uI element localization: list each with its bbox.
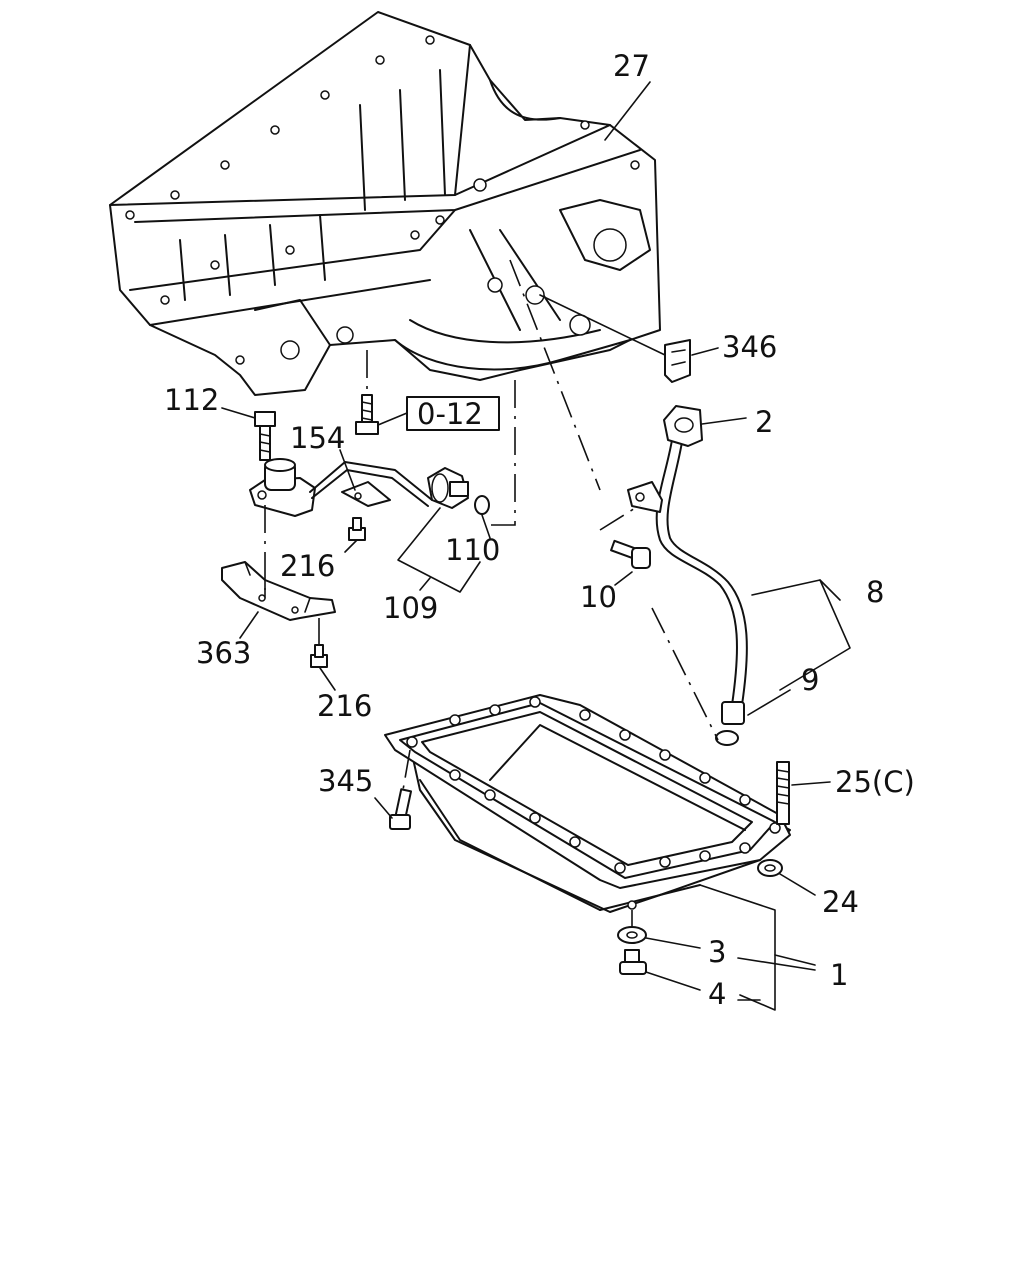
bolt-216-upper bbox=[348, 517, 366, 541]
leader-110 bbox=[481, 514, 491, 539]
label-112: 112 bbox=[164, 383, 219, 417]
cylinder-block-lower-frame bbox=[109, 11, 661, 396]
leader-109 bbox=[419, 577, 431, 591]
label-110: 110 bbox=[445, 533, 500, 567]
label-9: 9 bbox=[801, 663, 819, 697]
oil-level-sensor-154 bbox=[249, 458, 433, 517]
label-10: 10 bbox=[580, 580, 617, 614]
leader-4 bbox=[645, 971, 701, 991]
centerline-345 bbox=[402, 749, 411, 791]
leader-346-to-block bbox=[539, 294, 666, 356]
leader-345 bbox=[374, 797, 393, 819]
o-ring-110 bbox=[474, 495, 490, 515]
leader-27 bbox=[604, 81, 651, 141]
label-154: 154 bbox=[290, 421, 345, 455]
leader-0-12 bbox=[377, 412, 408, 426]
label-1: 1 bbox=[830, 958, 848, 992]
leader-216-upper bbox=[344, 539, 358, 553]
leader-25c bbox=[791, 781, 831, 786]
stud-25c bbox=[776, 761, 790, 825]
bolt-216-lower bbox=[310, 644, 328, 668]
label-363: 363 bbox=[196, 636, 251, 670]
leader-2 bbox=[701, 417, 747, 425]
leader-8 bbox=[819, 579, 841, 601]
bracket-363 bbox=[221, 561, 336, 621]
centerline-10 bbox=[599, 504, 641, 531]
centerline-sensor bbox=[488, 380, 516, 526]
connector-sensor bbox=[427, 467, 469, 509]
leader-1 bbox=[774, 954, 816, 966]
bolt-0-12 bbox=[355, 394, 379, 435]
label-216-lower: 216 bbox=[317, 689, 372, 723]
label-346: 346 bbox=[722, 330, 777, 364]
dipstick-guide-tube bbox=[627, 405, 748, 725]
label-216-upper: 216 bbox=[280, 549, 335, 583]
leader-9 bbox=[747, 689, 791, 716]
centerline-dipstick bbox=[509, 259, 601, 491]
o-ring-9 bbox=[715, 730, 739, 746]
bracket-109 bbox=[397, 507, 481, 593]
leader-154 bbox=[339, 449, 356, 491]
leader-10 bbox=[614, 571, 633, 586]
clip-346 bbox=[664, 339, 691, 383]
leader-3 bbox=[645, 937, 701, 949]
leader-216-lower bbox=[319, 667, 336, 691]
label-2: 2 bbox=[755, 405, 773, 439]
label-345: 345 bbox=[318, 764, 373, 798]
bracket-8-9 bbox=[751, 579, 851, 691]
leader-346 bbox=[691, 347, 719, 356]
label-24: 24 bbox=[822, 885, 859, 919]
bolt-112 bbox=[254, 411, 276, 461]
bolt-10 bbox=[610, 539, 651, 569]
label-25c: 25(C) bbox=[835, 765, 915, 799]
label-0-12: 0-12 bbox=[417, 397, 483, 431]
bolt-345 bbox=[389, 788, 413, 830]
bracket-1 bbox=[699, 884, 776, 1011]
leader-112 bbox=[221, 407, 256, 419]
label-8: 8 bbox=[866, 575, 884, 609]
leader-24 bbox=[779, 873, 816, 896]
label-4: 4 bbox=[708, 977, 726, 1011]
leader-3-to-1 bbox=[737, 957, 816, 971]
label-27: 27 bbox=[613, 49, 650, 83]
label-109: 109 bbox=[383, 591, 438, 625]
centerline-pan bbox=[651, 607, 719, 741]
leader-363 bbox=[239, 611, 259, 639]
oil-pan bbox=[384, 694, 791, 913]
label-3: 3 bbox=[708, 935, 726, 969]
drain-plug-4 bbox=[619, 949, 647, 975]
